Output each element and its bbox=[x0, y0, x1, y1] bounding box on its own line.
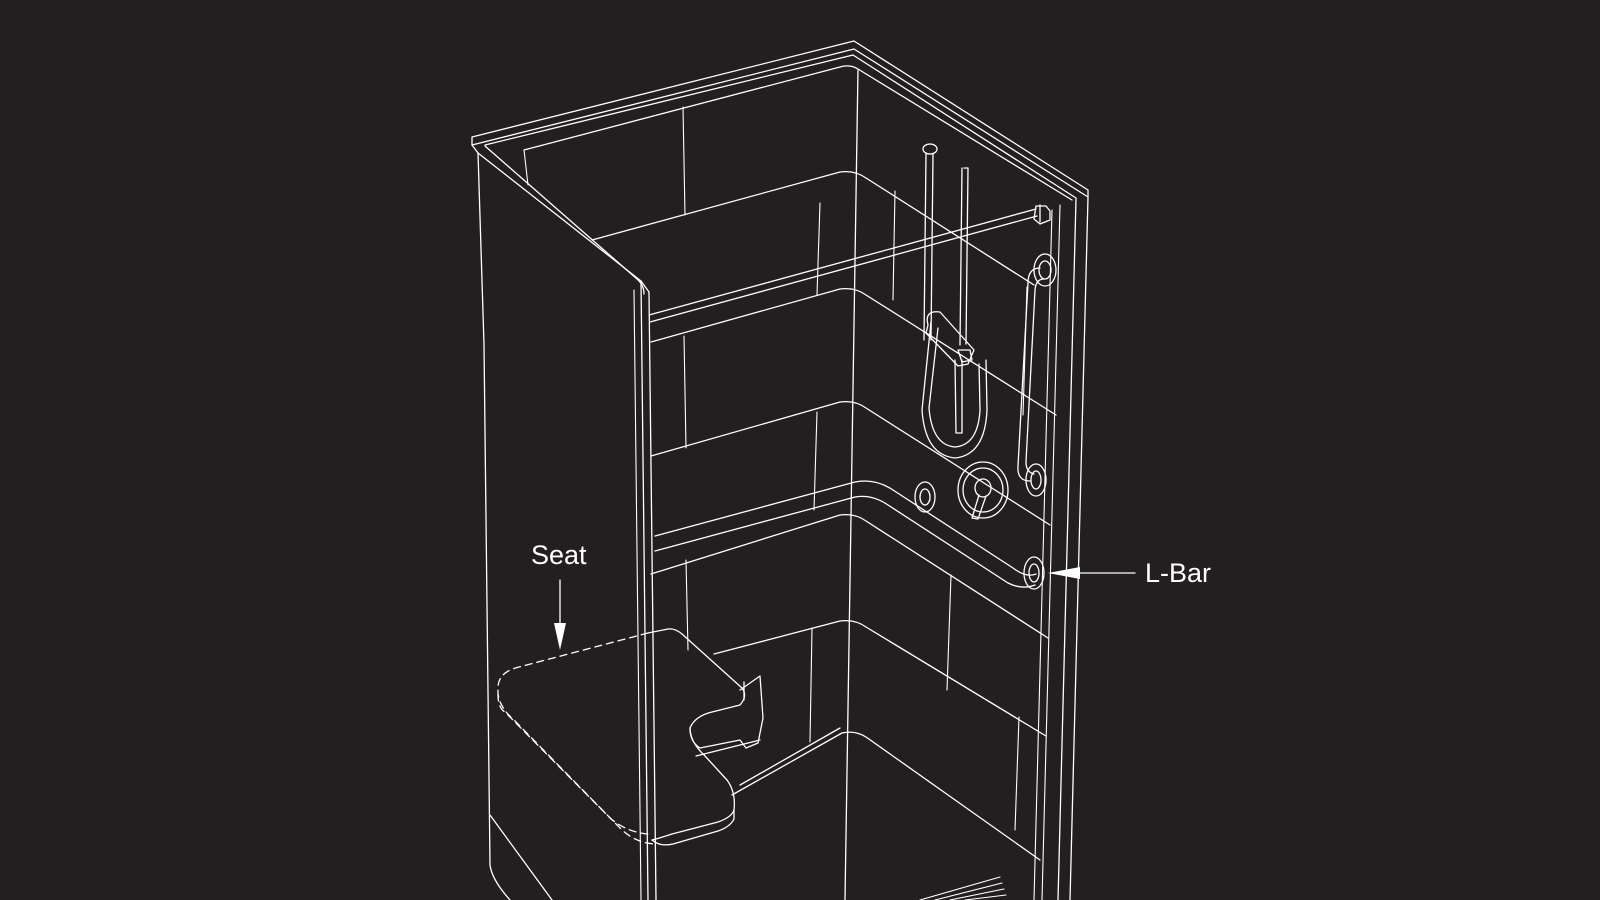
lbar-label: L-Bar bbox=[1145, 558, 1211, 588]
vertical-grab-bar bbox=[1017, 253, 1057, 497]
shower-floor bbox=[731, 727, 1041, 900]
back-wall-tiles bbox=[523, 106, 1057, 831]
folding-seat bbox=[497, 628, 764, 846]
top-rim bbox=[471, 40, 1089, 201]
l-bar-grab-bar bbox=[654, 480, 1045, 590]
back-corner bbox=[844, 68, 859, 900]
lbar-callout: L-Bar bbox=[1048, 558, 1211, 588]
shower-valve-control bbox=[914, 461, 1009, 520]
seat-callout: Seat bbox=[531, 540, 587, 650]
left-wall-panel bbox=[471, 144, 657, 900]
lbar-arrow-head bbox=[1048, 567, 1080, 579]
seat-arrow-head bbox=[554, 623, 566, 650]
right-wall-jamb bbox=[1033, 196, 1089, 900]
curtain-rod bbox=[648, 204, 1051, 323]
seat-label: Seat bbox=[531, 540, 587, 570]
hand-shower-slide-bar bbox=[921, 143, 988, 459]
